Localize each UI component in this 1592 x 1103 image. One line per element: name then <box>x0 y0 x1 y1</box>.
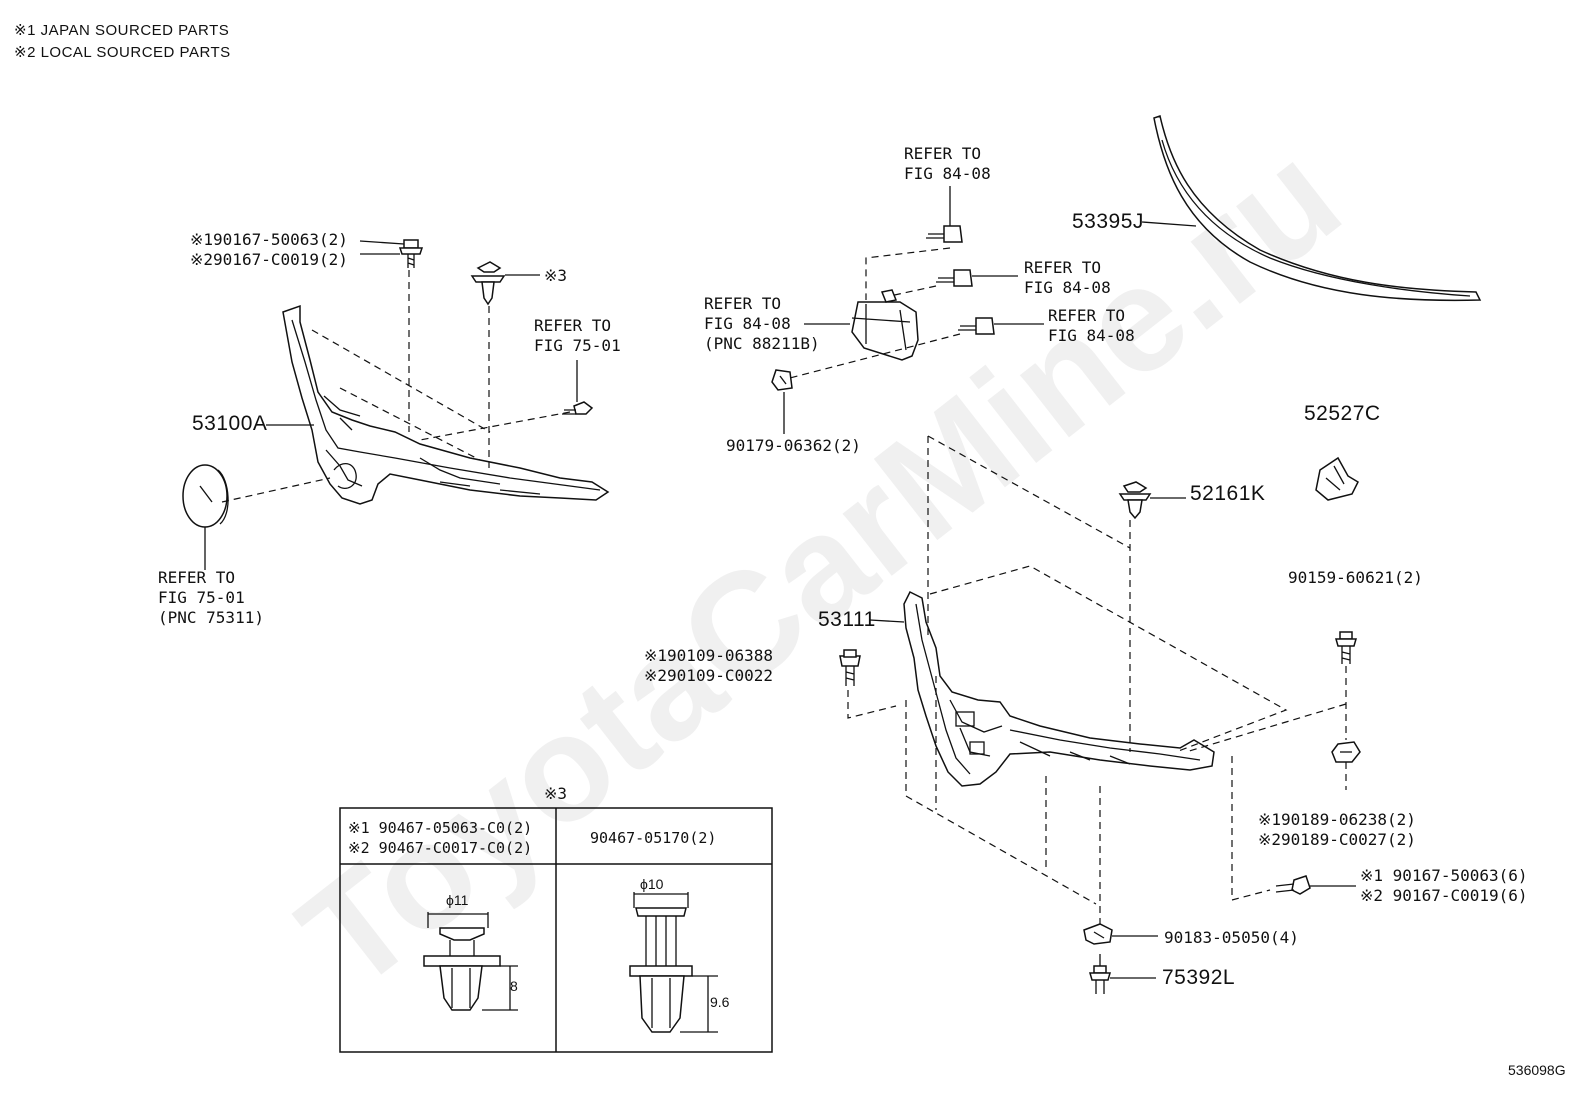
clip1-diameter: ϕ11 <box>446 892 469 908</box>
clip-drawing-2 <box>629 892 718 1033</box>
label-52161K[interactable]: 52161K <box>1190 482 1266 505</box>
label-53395J[interactable]: 53395J <box>1072 210 1144 233</box>
label-90179-06362[interactable]: 90179-06362(2) <box>726 436 861 455</box>
clip-table-col2-header[interactable]: 90467-05170(2) <box>590 829 717 847</box>
label-refer-75-01-upper[interactable]: REFER TO FIG 75-01 <box>534 316 621 355</box>
bolt-sensor-mid <box>936 269 973 287</box>
clip-drawing-1 <box>423 912 518 1011</box>
bolt-sensor-low <box>958 317 995 335</box>
figure-id: 536098G <box>1508 1062 1566 1078</box>
label-75392L[interactable]: 75392L <box>1162 966 1236 989</box>
retainer-53111 <box>903 590 1215 787</box>
nut-90179 <box>771 369 793 391</box>
label-clip-ref-3[interactable]: ※3 <box>544 266 568 285</box>
bolt-90159 <box>1335 631 1357 664</box>
label-53111[interactable]: 53111 <box>818 608 876 631</box>
nut-90189 <box>1331 741 1361 763</box>
clip-table-title: ※3 <box>544 784 568 803</box>
label-bolt-90167-2[interactable]: ※190167-50063(2) ※290167-C0019(2) <box>190 230 348 269</box>
bolt-sensor-top <box>926 225 963 243</box>
bolt-90109 <box>839 649 861 686</box>
bolt-75392L <box>1089 954 1111 994</box>
clip2-diameter: ϕ10 <box>640 876 664 892</box>
label-sensor-ref[interactable]: REFER TO FIG 84-08 (PNC 88211B) <box>704 294 820 353</box>
label-refer-84-08-right1[interactable]: REFER TO FIG 84-08 <box>1024 258 1111 297</box>
screw-75-01 <box>562 401 594 415</box>
sensor-bracket <box>851 289 919 361</box>
clip1-length: 8 <box>510 978 518 994</box>
label-refer-84-08-top[interactable]: REFER TO FIG 84-08 <box>904 144 991 183</box>
label-bolt-90167-6[interactable]: ※1 90167-50063(6) ※2 90167-C0019(6) <box>1360 866 1528 905</box>
nut-90183 <box>1083 923 1113 945</box>
molding-53395J <box>1153 115 1482 302</box>
part-52527C <box>1315 456 1359 501</box>
clip-table-col1-header[interactable]: ※1 90467-05063-C0(2) ※2 90467-C0017-C0(2… <box>348 819 533 857</box>
label-refer-84-08-right2[interactable]: REFER TO FIG 84-08 <box>1048 306 1135 345</box>
note-japan-sourced: ※1 JAPAN SOURCED PARTS <box>14 22 230 39</box>
bolt-90167-6 <box>1275 875 1311 895</box>
label-90183-05050[interactable]: 90183-05050(4) <box>1164 928 1299 947</box>
label-52527C[interactable]: 52527C <box>1304 402 1381 425</box>
label-emblem-ref[interactable]: REFER TO FIG 75-01 (PNC 75311) <box>158 568 264 627</box>
clip-52161K <box>1118 481 1152 520</box>
clip-ref-3 <box>470 261 506 306</box>
clip-table-frame <box>339 807 773 1053</box>
grille-part <box>282 304 610 505</box>
label-90159-60621[interactable]: 90159-60621(2) <box>1288 568 1423 587</box>
label-nut-90189[interactable]: ※190189-06238(2) ※290189-C0027(2) <box>1258 810 1416 849</box>
note-local-sourced: ※2 LOCAL SOURCED PARTS <box>14 44 231 61</box>
emblem-part <box>182 464 229 528</box>
clip2-length: 9.6 <box>710 994 730 1010</box>
label-bolt-90109[interactable]: ※190109-06388 ※290109-C0022 <box>644 646 773 685</box>
label-53100A[interactable]: 53100A <box>192 412 268 435</box>
bolt-90167-top-left <box>398 239 424 268</box>
